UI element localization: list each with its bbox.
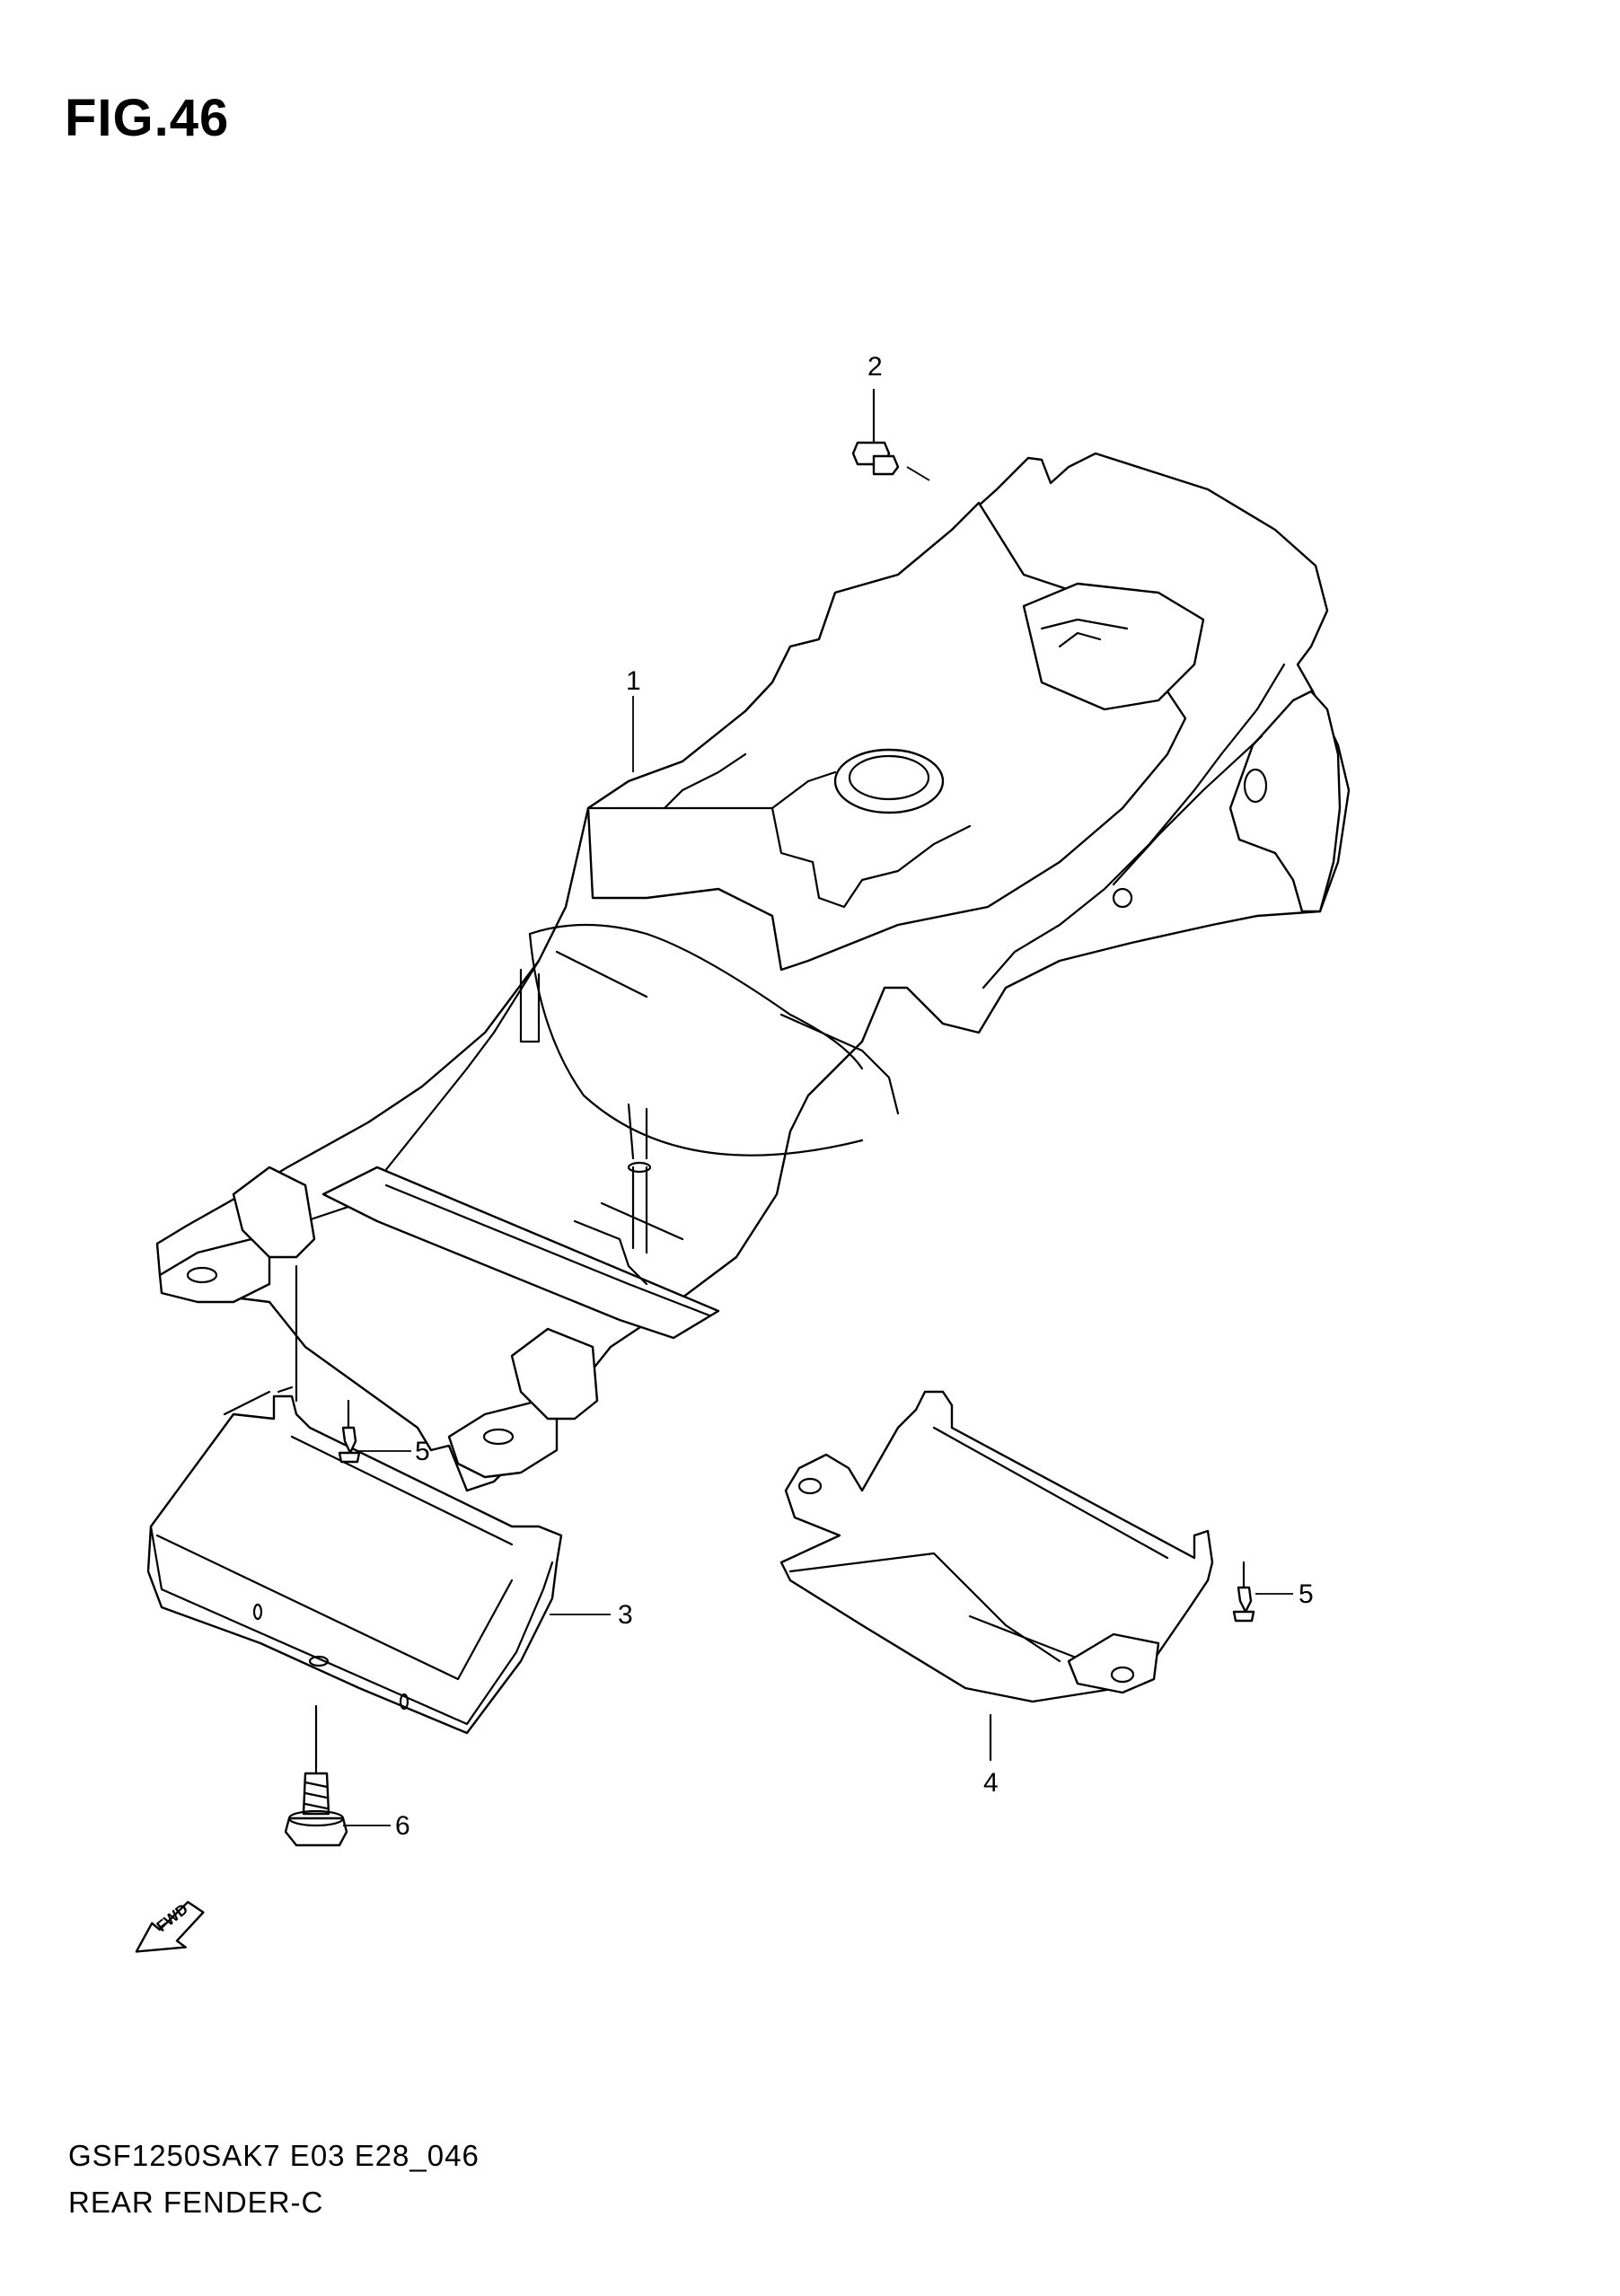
diagram-name: REAR FENDER-C (68, 2186, 324, 2219)
callout-2: 2 (867, 352, 883, 382)
screw-part-2 (851, 388, 930, 481)
forward-direction-arrow: FWD (135, 1900, 205, 1953)
callout-6: 6 (395, 1811, 410, 1841)
lower-cover-part-4 (779, 1390, 1214, 1762)
callout-5-left: 5 (415, 1437, 430, 1466)
leader-lines (343, 696, 1293, 1826)
diagram-code: GSF1250SAK7 E03 E28_046 (68, 2139, 480, 2172)
figure-title: FIG.46 (65, 89, 230, 147)
callout-5-right: 5 (1299, 1579, 1314, 1609)
screw-part-5-left (338, 1399, 361, 1464)
rear-fender-part-1 (155, 452, 1351, 1492)
callout-4: 4 (983, 1768, 999, 1798)
callout-3: 3 (618, 1600, 633, 1630)
bolt-part-6 (284, 1704, 348, 1847)
callout-1: 1 (626, 666, 641, 696)
screw-part-5-right (1232, 1561, 1255, 1623)
lower-cover-part-3 (146, 1264, 563, 1735)
